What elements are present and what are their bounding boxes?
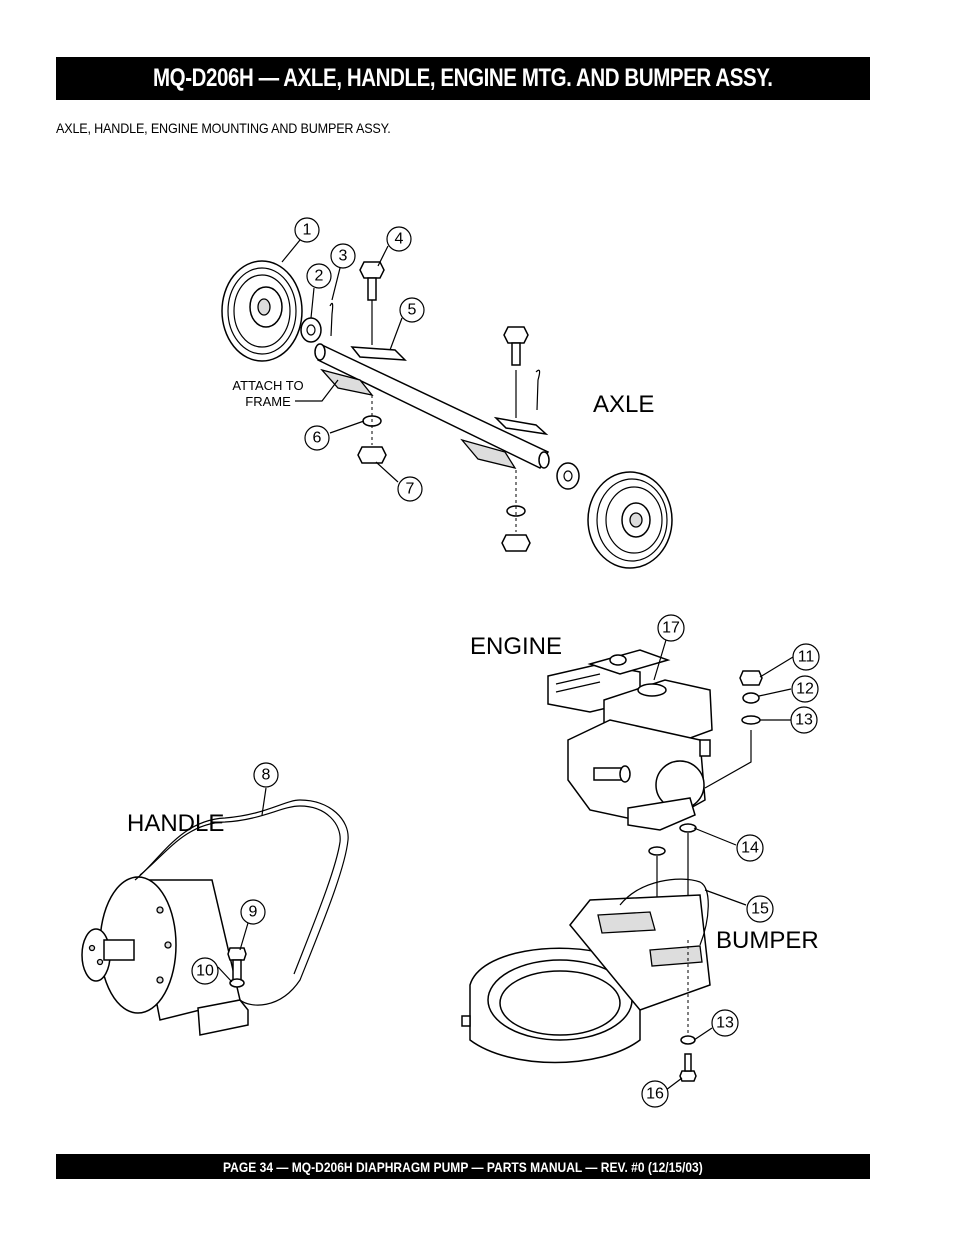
left-axle-washer	[300, 317, 322, 343]
callout-7: 7	[397, 476, 423, 502]
left-mounting-bracket	[350, 346, 407, 361]
left-wheel	[221, 260, 303, 362]
svg-text:10: 10	[196, 963, 214, 980]
page-footer: PAGE 34 — MQ-D206H DIAPHRAGM PUMP — PART…	[56, 1154, 870, 1179]
svg-text:5: 5	[408, 302, 417, 319]
page-header: MQ-D206H — AXLE, HANDLE, ENGINE MTG. AND…	[56, 57, 870, 100]
pump-base	[197, 999, 249, 1036]
attach-to-label-line2: FRAME	[245, 394, 291, 409]
svg-text:17: 17	[662, 620, 680, 637]
handle-bolt	[227, 947, 247, 961]
callout-11: 11	[792, 643, 820, 671]
footer-text: PAGE 34 — MQ-D206H DIAPHRAGM PUMP — PART…	[223, 1158, 703, 1175]
axle-assembly	[221, 260, 673, 569]
callout-17: 17	[657, 614, 685, 642]
handle-label: HANDLE	[127, 810, 224, 837]
svg-text:1: 1	[303, 222, 312, 239]
fuel-cap	[637, 683, 667, 697]
right-hex-nut	[501, 534, 531, 552]
handle-assembly	[81, 799, 349, 1036]
handle-bar	[134, 799, 349, 1006]
engine-nut	[739, 670, 763, 686]
axle-label: AXLE	[593, 391, 654, 418]
svg-text:9: 9	[249, 904, 258, 921]
svg-text:15: 15	[751, 901, 769, 918]
bumper-rail	[619, 878, 709, 946]
leader-lines	[217, 239, 794, 1091]
right-wheel	[587, 471, 673, 569]
callout-14: 14	[736, 834, 764, 862]
left-cotter-pin	[329, 302, 334, 337]
callout-5: 5	[399, 297, 425, 323]
callout-13a: 13	[790, 706, 818, 734]
axle-bolt-left	[359, 261, 385, 345]
axle-bolt-right	[503, 326, 529, 418]
callout-8: 8	[253, 762, 279, 788]
callout-4: 4	[386, 226, 412, 252]
engine-top-cap	[587, 649, 671, 675]
svg-text:11: 11	[798, 649, 815, 666]
bumper-assembly	[461, 878, 711, 1082]
callout-3: 3	[330, 243, 356, 269]
bumper-washer	[680, 1035, 696, 1045]
svg-text:14: 14	[741, 840, 759, 857]
callout-15: 15	[746, 895, 774, 923]
right-cotter-pin	[535, 369, 541, 411]
callout-1: 1	[294, 217, 320, 243]
svg-text:4: 4	[395, 231, 404, 248]
bumper-bolt-head	[679, 1070, 697, 1082]
engine-shaft	[593, 767, 623, 781]
svg-text:3: 3	[339, 248, 348, 265]
attach-to-label-line1: ATTACH TO	[232, 378, 303, 393]
callout-10: 10	[191, 957, 219, 985]
svg-text:6: 6	[313, 430, 322, 447]
callout-16: 16	[641, 1080, 669, 1108]
callout-9: 9	[240, 899, 266, 925]
engine-flat-washer	[741, 715, 761, 725]
engine-lock-washer	[742, 692, 760, 704]
svg-text:13: 13	[716, 1015, 734, 1032]
left-hex-nut	[357, 446, 387, 464]
svg-text:7: 7	[406, 481, 415, 498]
engine-mount-washer-right	[679, 823, 697, 833]
svg-text:8: 8	[262, 767, 271, 784]
callout-13b: 13	[711, 1009, 739, 1037]
right-frame-clamp	[460, 438, 517, 470]
engine-base	[627, 797, 696, 831]
handle-washer	[229, 978, 245, 988]
callout-12: 12	[791, 675, 819, 703]
engine-mount-washer-left	[648, 846, 666, 856]
page-title: MQ-D206H — AXLE, HANDLE, ENGINE MTG. AND…	[153, 64, 773, 92]
svg-text:12: 12	[796, 681, 814, 698]
engine-assembly	[547, 649, 763, 955]
right-axle-washer	[556, 462, 580, 490]
section-subtitle: AXLE, HANDLE, ENGINE MOUNTING AND BUMPER…	[56, 120, 391, 136]
callout-2: 2	[306, 263, 332, 289]
svg-text:2: 2	[315, 268, 324, 285]
axle-tube	[314, 343, 550, 469]
callout-6: 6	[304, 425, 330, 451]
bumper-label: BUMPER	[716, 927, 819, 954]
right-mounting-bracket	[493, 416, 549, 436]
engine-label: ENGINE	[470, 633, 562, 660]
svg-text:16: 16	[646, 1086, 664, 1103]
svg-text:13: 13	[795, 712, 813, 729]
